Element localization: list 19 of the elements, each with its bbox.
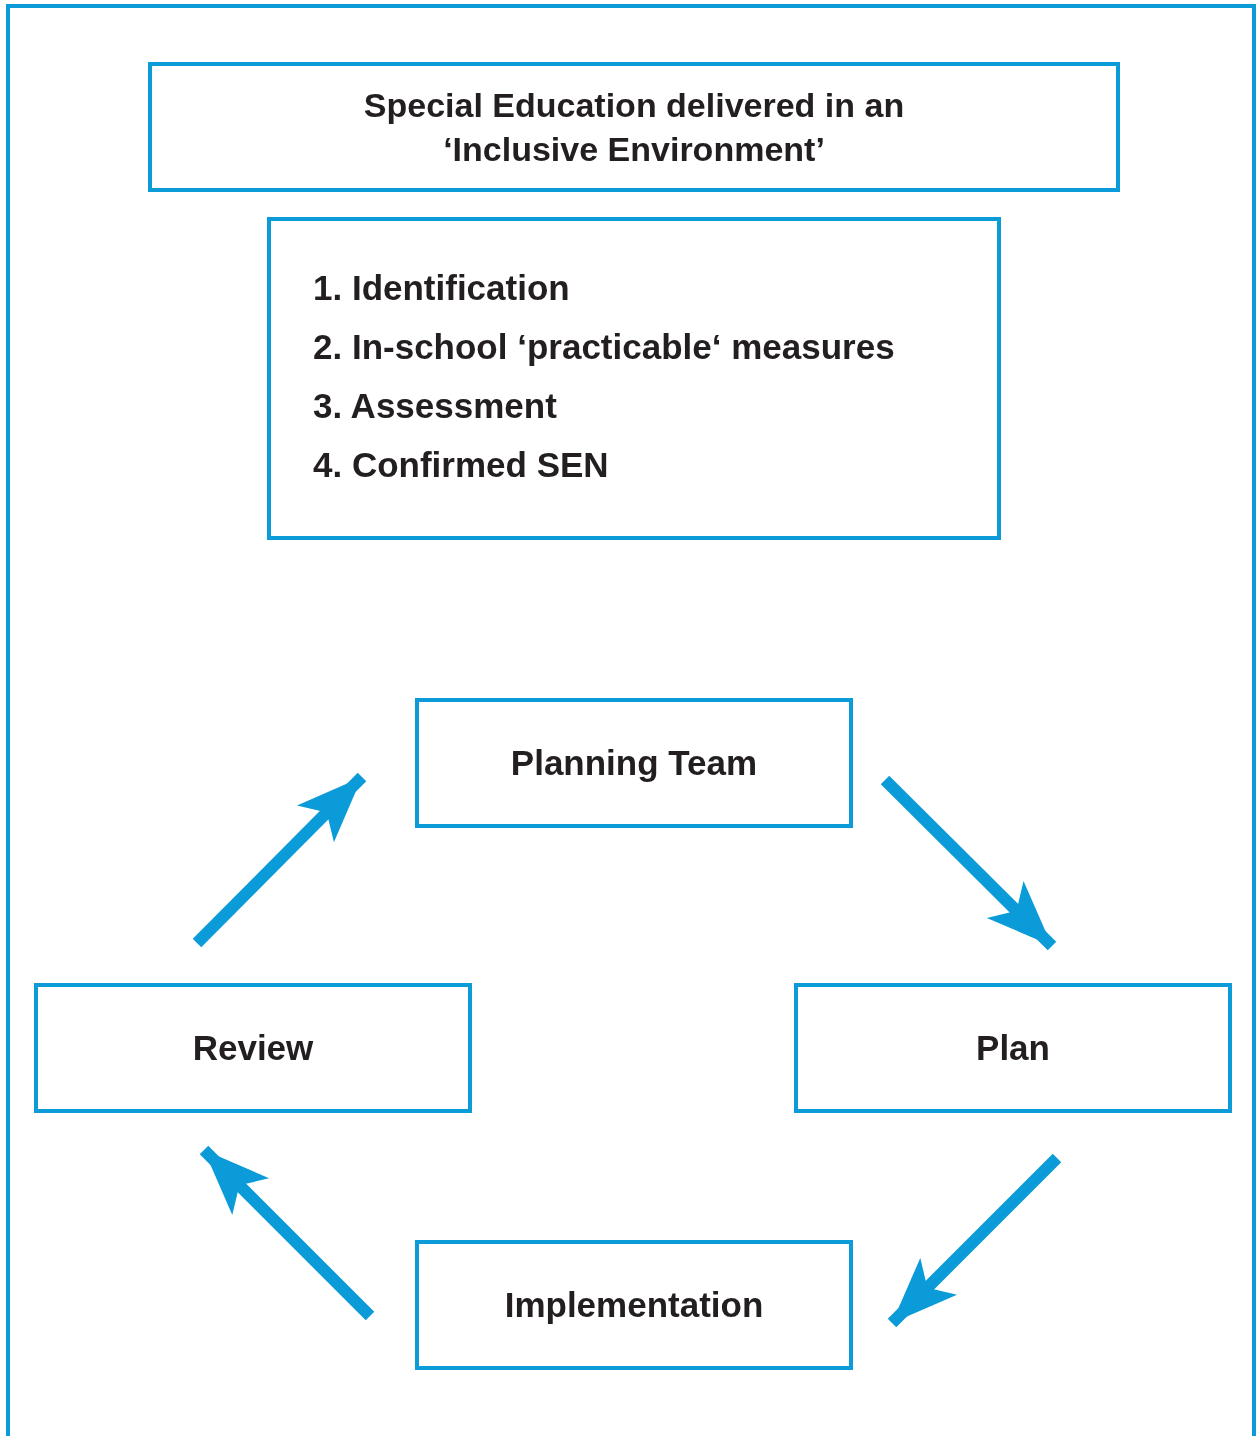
box-label: Planning Team	[510, 742, 758, 784]
process-box	[415, 1240, 853, 1370]
process-box	[794, 983, 1232, 1113]
box-label: Plan	[976, 1027, 1050, 1069]
list-item: 1. Identification	[313, 267, 571, 309]
arrow	[880, 775, 1057, 951]
process-box	[34, 983, 472, 1113]
list-box	[267, 217, 1001, 540]
box-label: Implementation	[504, 1284, 764, 1326]
arrow	[199, 1145, 375, 1321]
list-item: 3. Assessment	[313, 385, 558, 427]
list-item: 2. In-school ‘practicable‘ measures	[313, 326, 896, 368]
arrow	[887, 1153, 1062, 1328]
list-item: 4. Confirmed SEN	[313, 444, 610, 486]
box-label: Review	[192, 1027, 314, 1069]
process-box	[148, 62, 1120, 192]
box-label: Special Education delivered in an ‘Inclusive Environment’	[362, 85, 906, 170]
arrow	[192, 772, 367, 948]
process-box	[415, 698, 853, 828]
